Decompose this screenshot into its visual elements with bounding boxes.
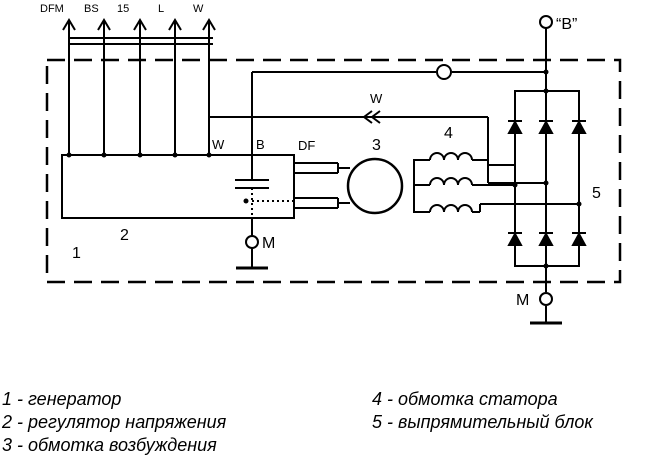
ground-terminal-left (245, 235, 259, 249)
legend-right: 4 - обмотка статора 5 - выпрямительный б… (372, 388, 593, 434)
terminal-label-l: L (158, 3, 164, 15)
ground-label-left: M (262, 235, 275, 252)
legend-left: 1 - генератор 2 - регулятор напряжения 3… (2, 388, 226, 457)
generator-housing-outline (45, 58, 622, 284)
terminal-label-15: 15 (117, 3, 129, 15)
rectifier-diodes (507, 119, 587, 246)
switch-terminal-circle (436, 64, 452, 80)
legend-item-generator: 1 - генератор (2, 389, 122, 409)
regulator-junction-dots (66, 152, 212, 158)
regulator-terminal-w: W (212, 137, 225, 152)
b-plus-node-dot (543, 69, 549, 75)
regulator-terminal-b: B (256, 137, 265, 152)
legend-item-stator-winding: 4 - обмотка статора (372, 389, 558, 409)
legend-item-field-winding: 3 - обмотка возбуждения (2, 435, 217, 455)
label-part-2: 2 (120, 227, 129, 244)
regulator-dotted-link (251, 188, 294, 218)
w-arrow-label: W (370, 91, 383, 106)
wiring (209, 71, 546, 270)
regulator-capacitor (235, 179, 269, 189)
top-terminal-arrows (62, 18, 216, 155)
b-plus-terminal-circle (539, 15, 553, 29)
regulator-terminal-df: DF (298, 138, 315, 153)
b-plus-label: “B” (556, 16, 577, 33)
w-arrow-marker (362, 110, 381, 124)
terminal-label-w: W (193, 3, 204, 15)
terminal-label-dfm: DFM (40, 3, 64, 15)
label-part-5: 5 (592, 185, 601, 202)
stator-winding-coils (413, 152, 580, 213)
label-part-4: 4 (444, 125, 453, 142)
ground-label-right: M (516, 292, 529, 309)
terminal-label-bs: BS (84, 3, 99, 15)
legend-item-regulator: 2 - регулятор напряжения (2, 412, 227, 432)
legend-item-rectifier: 5 - выпрямительный блок (372, 412, 593, 432)
rectifier-node-dots (512, 88, 582, 269)
regulator-node-dot (243, 198, 249, 204)
label-part-1: 1 (72, 245, 81, 262)
field-winding-symbol (346, 157, 404, 215)
ground-terminal-right (539, 292, 553, 306)
voltage-regulator-box (61, 154, 295, 219)
top-terminal-labels: DFM BS 15 L W (40, 3, 204, 15)
label-part-3: 3 (372, 137, 381, 154)
